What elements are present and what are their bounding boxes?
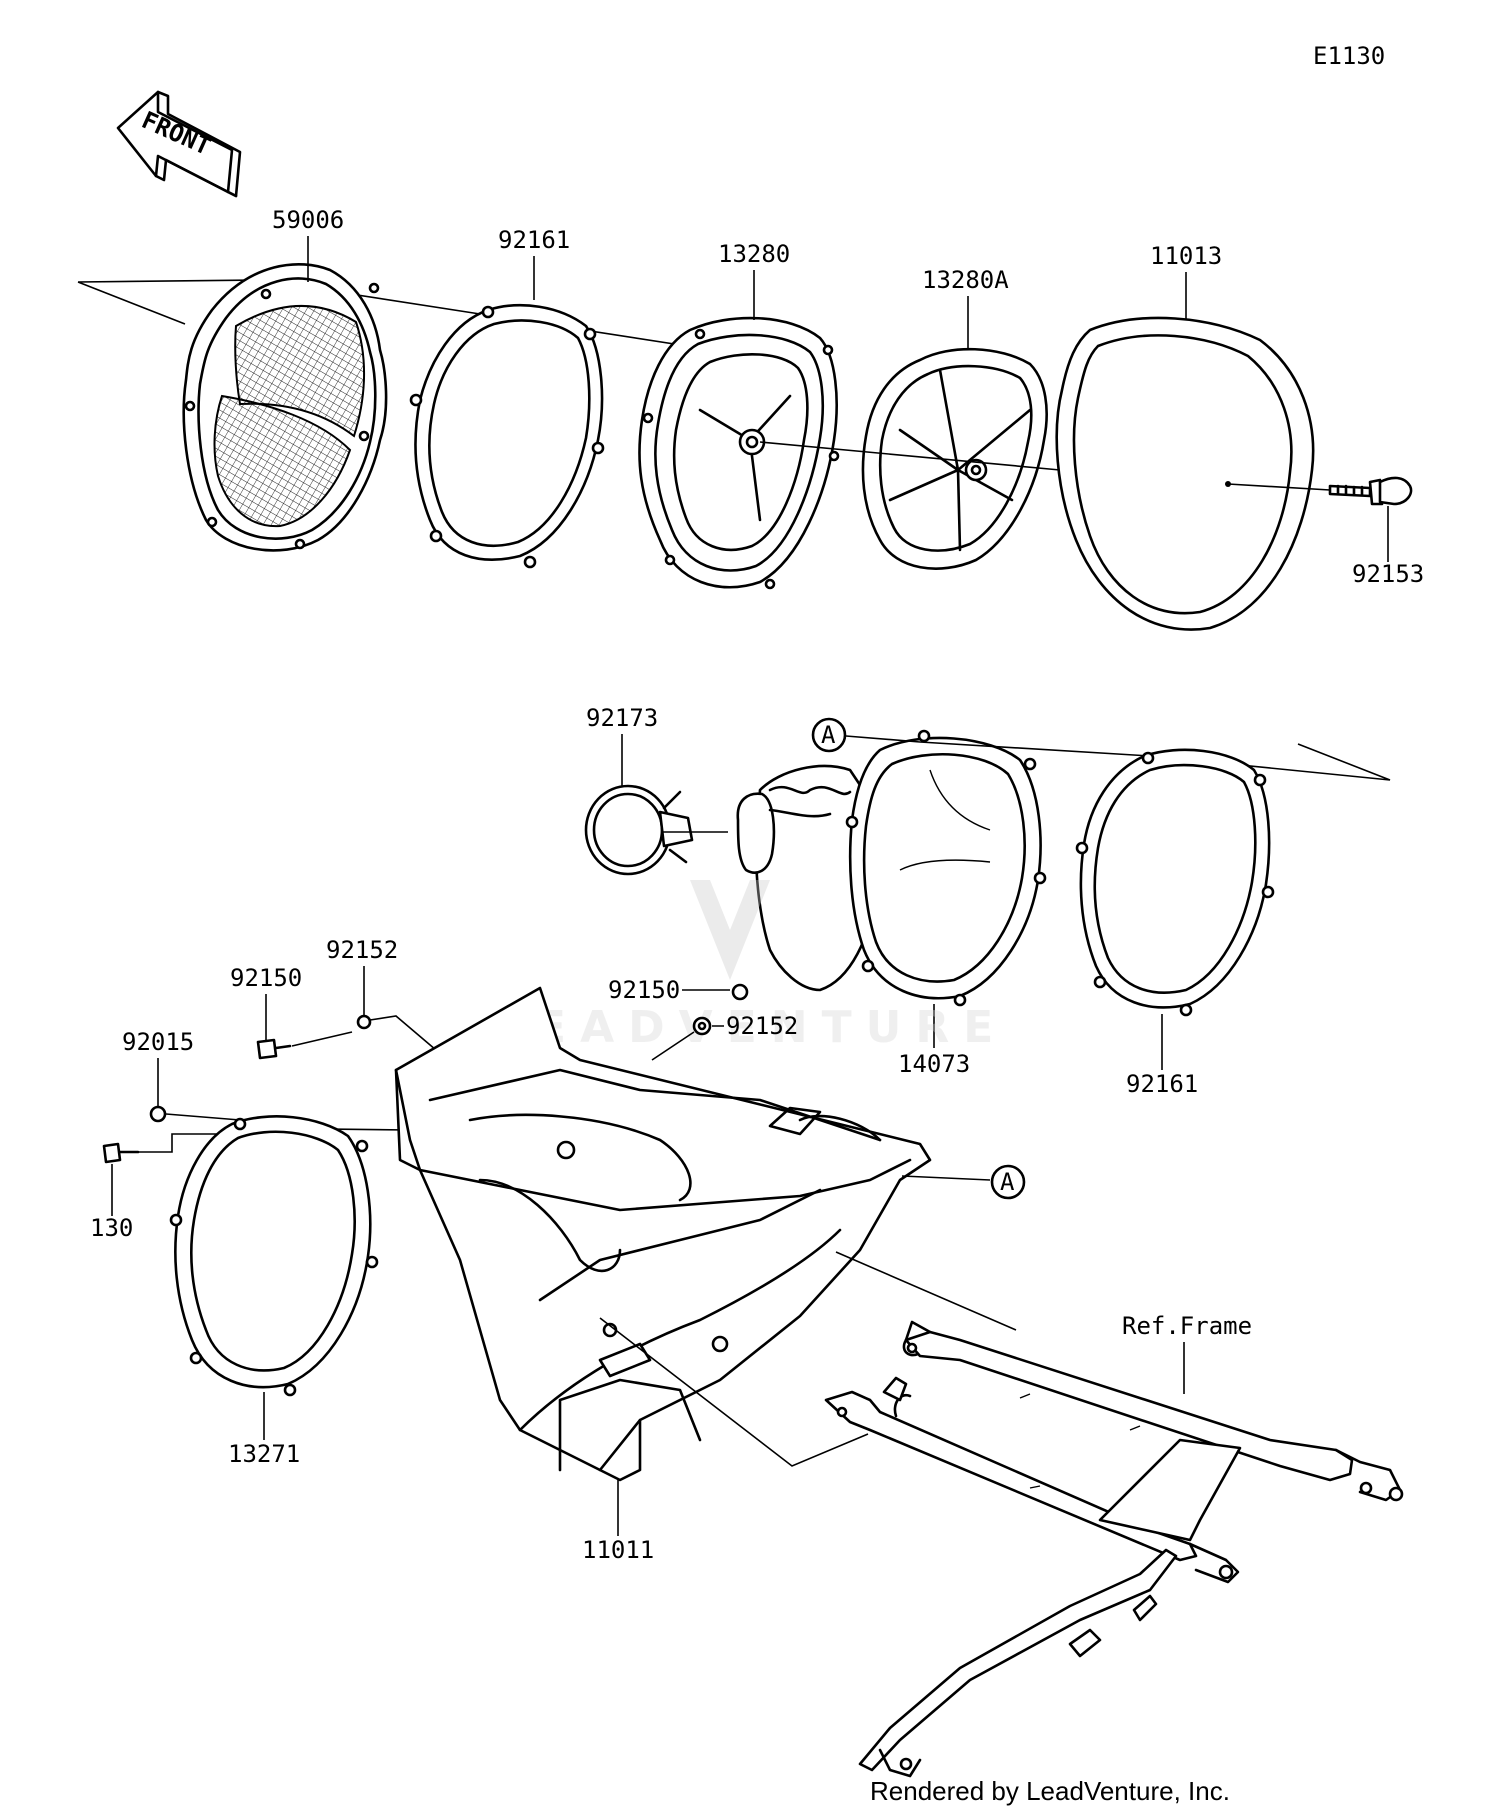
reference-a-right-circle <box>990 1164 1026 1200</box>
label-92152-left: 92152 <box>326 936 398 964</box>
footer-credit: Rendered by LeadVenture, Inc. <box>870 1776 1230 1806</box>
leader-airbox-to-frame <box>599 1251 1017 1467</box>
label-13280A: 13280A <box>922 266 1009 294</box>
label-92150-right: 92150 <box>608 976 680 1004</box>
ref-frame-label: Ref.Frame <box>1122 1312 1252 1340</box>
label-59006: 59006 <box>272 206 344 234</box>
label-13280: 13280 <box>718 240 790 268</box>
label-92152-right: 92152 <box>726 1012 798 1040</box>
reference-a-top: A <box>821 721 836 749</box>
leader-a-top <box>845 735 1391 781</box>
reference-a-right: A <box>1000 1168 1015 1196</box>
part-11011-air-box <box>394 986 932 1482</box>
part-92015-washer <box>149 1105 167 1123</box>
ref-frame-subframe <box>824 1320 1404 1778</box>
part-92152-left-grommet <box>356 1014 372 1030</box>
label-14073: 14073 <box>898 1050 970 1078</box>
part-92173-hose-clamp <box>584 784 694 876</box>
part-11013-foam-filter <box>1055 316 1315 631</box>
label-92161-top: 92161 <box>498 226 570 254</box>
part-13271-gasket <box>169 1115 379 1397</box>
label-92173: 92173 <box>586 704 658 732</box>
part-92161-gasket-middle <box>1075 748 1275 1017</box>
leader-130 <box>138 1133 240 1153</box>
label-130: 130 <box>90 1214 133 1242</box>
label-92150-left: 92150 <box>230 964 302 992</box>
front-direction-arrow: FRONT <box>116 90 242 198</box>
label-11013: 11013 <box>1150 242 1222 270</box>
leadventure-watermark: LEADVENTURE <box>494 880 1007 1053</box>
part-92150-right-bolt <box>731 983 749 1001</box>
part-92152-right-grommet <box>692 1016 712 1036</box>
watermark-text: LEADVENTURE <box>494 1002 1007 1053</box>
reference-a-top-circle <box>811 717 847 753</box>
diagram-id: E1130 <box>1313 42 1385 70</box>
label-92153: 92153 <box>1352 560 1424 588</box>
part-13280A-filter-cage <box>861 347 1048 570</box>
part-130-bolt <box>102 1142 140 1164</box>
leader-92152-right <box>651 1025 724 1061</box>
label-92161-middle: 92161 <box>1126 1070 1198 1098</box>
part-92161-gasket-top <box>409 304 605 569</box>
label-92015: 92015 <box>122 1028 194 1056</box>
leader-a-right <box>901 1175 991 1181</box>
part-13280-filter-holder <box>638 316 840 590</box>
label-13271: 13271 <box>228 1440 300 1468</box>
part-14073-boot-flange <box>845 729 1047 1007</box>
leader-line-top-left <box>77 279 701 349</box>
part-92153-wing-bolt <box>1328 476 1413 506</box>
label-11011: 11011 <box>582 1536 654 1564</box>
part-59006-screen <box>182 263 388 552</box>
leader-center-axis <box>759 441 1061 471</box>
leader-92153-axis <box>1227 483 1331 491</box>
part-92150-left-bolt <box>256 1038 292 1060</box>
